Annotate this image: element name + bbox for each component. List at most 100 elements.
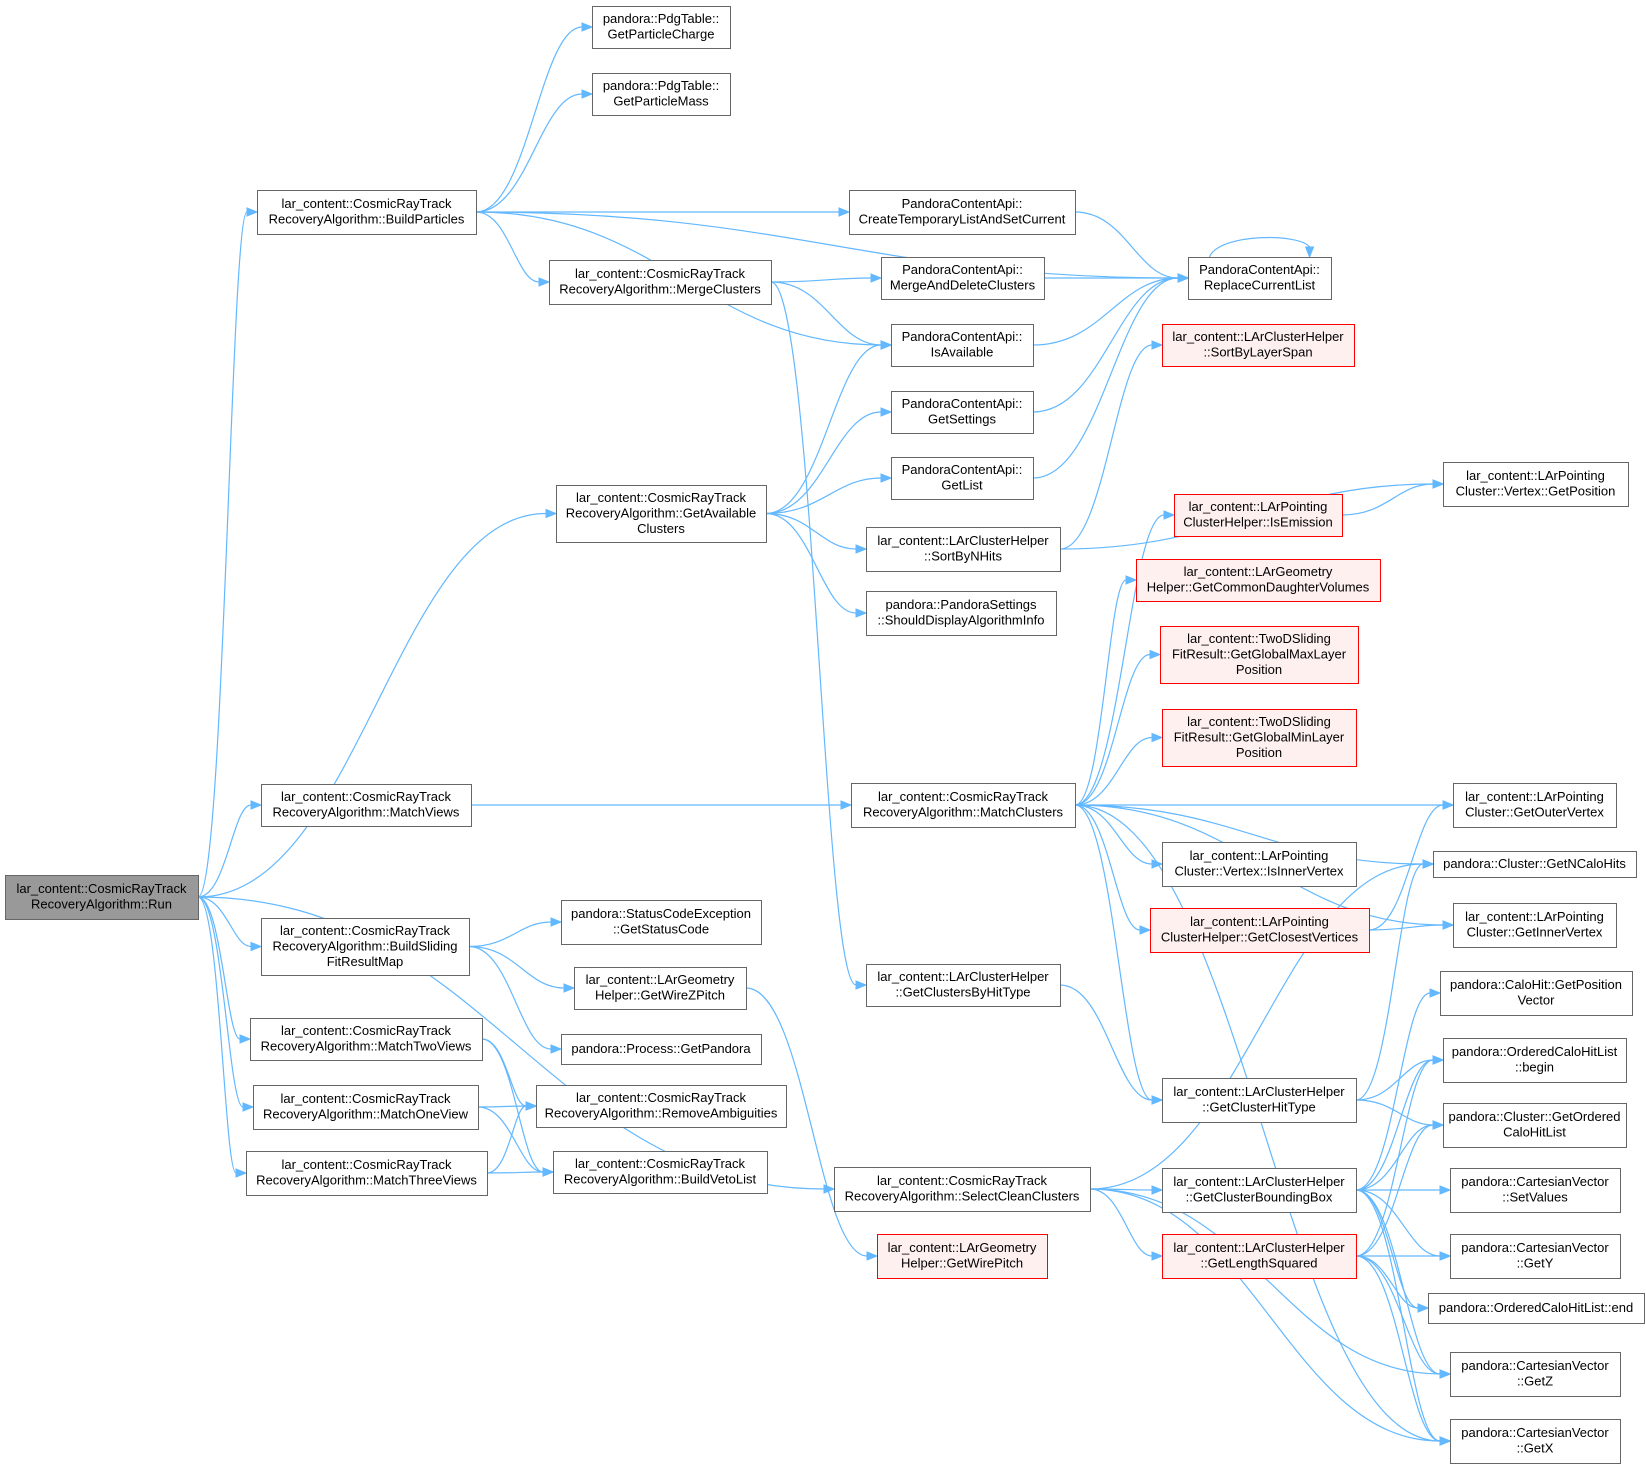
node-label-line: Position	[1236, 745, 1282, 760]
node-label-line: Vector	[1518, 993, 1556, 1008]
edge-line	[1074, 514, 1165, 806]
node-label-line: ClusterHelper::IsEmission	[1183, 515, 1333, 530]
node-pdgMass[interactable]: pandora::PdgTable::GetParticleMass	[592, 73, 731, 116]
edge-line	[1208, 236, 1311, 258]
node-closestVertices[interactable]: lar_content::LArPointingClusterHelper::G…	[1150, 908, 1370, 953]
node-shouldDisplay[interactable]: pandora::PandoraSettings::ShouldDisplayA…	[866, 591, 1057, 636]
edge-arrowhead	[880, 407, 893, 417]
node-replaceList[interactable]: PandoraContentApi::ReplaceCurrentList	[1188, 257, 1332, 300]
node-getPandora[interactable]: pandora::Process::GetPandora	[561, 1034, 762, 1065]
node-label-line: Cluster::GetOuterVertex	[1465, 805, 1604, 820]
node-getX[interactable]: pandora::CartesianVector::GetX	[1450, 1419, 1621, 1464]
edge-line	[1355, 992, 1431, 1191]
node-box	[877, 1234, 1048, 1279]
node-box	[1450, 1419, 1621, 1464]
node-matchViews[interactable]: lar_content::CosmicRayTrackRecoveryAlgor…	[261, 784, 472, 827]
node-orderedEnd[interactable]: pandora::OrderedCaloHitList::end	[1428, 1293, 1645, 1324]
edge-arrowhead	[242, 1102, 255, 1112]
node-matchThreeViews[interactable]: lar_content::CosmicRayTrackRecoveryAlgor…	[246, 1151, 488, 1196]
node-removeAmbig[interactable]: lar_content::CosmicRayTrackRecoveryAlgor…	[536, 1085, 787, 1128]
edge-line	[1355, 1255, 1441, 1375]
node-label-line: lar_content::CosmicRayTrack	[280, 923, 451, 938]
node-matchOneView[interactable]: lar_content::CosmicRayTrackRecoveryAlgor…	[253, 1085, 479, 1130]
node-buildVeto[interactable]: lar_content::CosmicRayTrackRecoveryAlgor…	[553, 1151, 768, 1194]
node-box	[1450, 1352, 1621, 1397]
node-label-line: pandora::StatusCodeException	[571, 906, 751, 921]
node-isAvailable[interactable]: PandoraContentApi::IsAvailable	[891, 324, 1034, 367]
edge-matchClusters-to-globalMax	[1074, 649, 1162, 806]
node-label-line: ::GetClustersByHitType	[895, 985, 1030, 1000]
node-matchTwoViews[interactable]: lar_content::CosmicRayTrackRecoveryAlgor…	[250, 1018, 483, 1061]
node-box	[1453, 903, 1617, 948]
node-boundingBox[interactable]: lar_content::LArClusterHelper::GetCluste…	[1162, 1168, 1357, 1213]
node-label-line: RecoveryAlgorithm::SelectCleanClusters	[845, 1189, 1080, 1204]
node-label-line: lar_content::CosmicRayTrack	[281, 196, 452, 211]
edge-arrowhead	[1417, 1303, 1430, 1313]
node-box	[1174, 494, 1343, 537]
node-label-line: lar_content::LArGeometry	[586, 972, 735, 987]
node-orderedBegin[interactable]: pandora::OrderedCaloHitList::begin	[1443, 1038, 1627, 1083]
node-getList[interactable]: PandoraContentApi::GetList	[891, 457, 1034, 500]
node-buildSliding[interactable]: lar_content::CosmicRayTrackRecoveryAlgor…	[261, 918, 470, 976]
node-label-line: PandoraContentApi::	[902, 262, 1023, 277]
node-commonDaughter[interactable]: lar_content::LArGeometryHelper::GetCommo…	[1136, 559, 1381, 602]
node-matchClusters[interactable]: lar_content::CosmicRayTrackRecoveryAlgor…	[851, 783, 1076, 828]
node-lengthSquared[interactable]: lar_content::LArClusterHelper::GetLength…	[1162, 1234, 1357, 1279]
node-wireZPitch[interactable]: lar_content::LArGeometryHelper::GetWireZ…	[574, 967, 747, 1010]
node-mergeClusters[interactable]: lar_content::CosmicRayTrackRecoveryAlgor…	[549, 260, 772, 305]
node-label-line: lar_content::LArPointing	[1190, 914, 1329, 929]
node-box	[1440, 971, 1633, 1016]
node-getInnerVertex[interactable]: lar_content::LArPointingCluster::GetInne…	[1453, 903, 1617, 948]
node-label-line: RecoveryAlgorithm::GetAvailable	[566, 505, 757, 520]
node-sortNHits[interactable]: lar_content::LArClusterHelper::SortByNHi…	[866, 527, 1061, 572]
node-label-line: pandora::PdgTable::	[603, 11, 719, 26]
node-setValues[interactable]: pandora::CartesianVector::SetValues	[1450, 1168, 1621, 1213]
edge-arrowhead	[1151, 732, 1164, 743]
node-globalMin[interactable]: lar_content::TwoDSlidingFitResult::GetGl…	[1162, 709, 1357, 767]
node-statusCode[interactable]: pandora::StatusCodeException::GetStatusC…	[561, 900, 762, 945]
node-getSettings[interactable]: PandoraContentApi::GetSettings	[891, 391, 1034, 434]
node-mergeDelete[interactable]: PandoraContentApi::MergeAndDeleteCluster…	[881, 257, 1045, 300]
node-box	[849, 190, 1076, 235]
edge-getAvailable-to-getSettings	[765, 407, 893, 515]
edge-line	[197, 896, 241, 1040]
node-getZ[interactable]: pandora::CartesianVector::GetZ	[1450, 1352, 1621, 1397]
node-getAvailable[interactable]: lar_content::CosmicRayTrackRecoveryAlgor…	[556, 485, 767, 543]
edge-createTemp-to-replaceList	[1074, 211, 1190, 283]
node-pdgCharge[interactable]: pandora::PdgTable::GetParticleCharge	[592, 6, 731, 49]
node-getY[interactable]: pandora::CartesianVector::GetY	[1450, 1234, 1621, 1279]
node-label-line: CreateTemporaryListAndSetCurrent	[859, 212, 1066, 227]
edge-closestVertices-to-getOuterVertex	[1368, 800, 1455, 931]
node-box	[261, 784, 472, 827]
edge-arrowhead	[1432, 1120, 1445, 1130]
node-box	[556, 485, 767, 543]
node-run[interactable]: lar_content::CosmicRayTrackRecoveryAlgor…	[5, 875, 199, 920]
node-buildParticles[interactable]: lar_content::CosmicRayTrackRecoveryAlgor…	[257, 190, 477, 235]
edge-line	[1089, 863, 1424, 1190]
edge-line	[197, 211, 248, 898]
node-clustersByHitType[interactable]: lar_content::LArClusterHelper::GetCluste…	[866, 964, 1061, 1007]
edge-line	[1355, 1255, 1441, 1442]
node-label-line: lar_content::LArPointing	[1189, 499, 1328, 514]
node-isEmission[interactable]: lar_content::LArPointingClusterHelper::I…	[1174, 494, 1343, 537]
edge-line	[481, 1038, 544, 1173]
node-globalMax[interactable]: lar_content::TwoDSlidingFitResult::GetGl…	[1160, 626, 1359, 684]
edge-lengthSquared-to-orderedBegin	[1355, 1055, 1445, 1257]
node-sortLayerSpan[interactable]: lar_content::LArClusterHelper::SortByLay…	[1162, 324, 1355, 367]
edge-line	[770, 281, 882, 346]
node-selectClean[interactable]: lar_content::CosmicRayTrackRecoveryAlgor…	[834, 1167, 1091, 1212]
edge-arrowhead	[250, 941, 263, 952]
node-vertexGetPos[interactable]: lar_content::LArPointingCluster::Vertex:…	[1443, 462, 1629, 507]
node-getOuterVertex[interactable]: lar_content::LArPointingCluster::GetOute…	[1453, 783, 1617, 828]
node-createTemp[interactable]: PandoraContentApi::CreateTemporaryListAn…	[849, 190, 1076, 235]
node-label-line: ReplaceCurrentList	[1204, 278, 1316, 293]
node-wirePitch[interactable]: lar_content::LArGeometryHelper::GetWireP…	[877, 1234, 1048, 1279]
node-label-line: ::GetStatusCode	[613, 922, 709, 937]
edge-mergeClusters-to-mergeDelete	[770, 273, 883, 283]
node-clusterHitType[interactable]: lar_content::LArClusterHelper::GetCluste…	[1162, 1078, 1357, 1123]
node-getNCaloHits[interactable]: pandora::Cluster::GetNCaloHits	[1433, 851, 1637, 878]
node-isInnerVertex[interactable]: lar_content::LArPointingCluster::Vertex:…	[1162, 842, 1357, 887]
edge-getAvailable-to-isAvailable	[765, 340, 893, 515]
